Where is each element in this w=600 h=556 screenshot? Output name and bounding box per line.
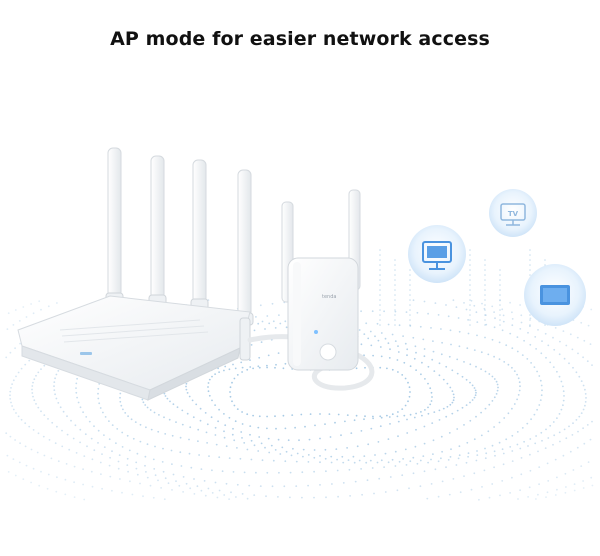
monitor-bubble bbox=[408, 225, 466, 283]
tv-bubble: TV bbox=[489, 189, 537, 237]
router-antenna bbox=[150, 155, 165, 303]
extender-led bbox=[314, 330, 318, 334]
router-antenna bbox=[107, 147, 122, 301]
wifi-router bbox=[17, 147, 254, 401]
extender-button bbox=[319, 343, 337, 361]
router-antenna bbox=[237, 169, 252, 321]
extender-brand: tenda bbox=[322, 294, 336, 300]
tv-label: TV bbox=[508, 210, 519, 218]
headline: AP mode for easier network access bbox=[110, 28, 490, 50]
range-extender: tenda bbox=[281, 189, 361, 371]
router-antenna bbox=[192, 159, 207, 307]
laptop-bubble bbox=[524, 264, 586, 326]
